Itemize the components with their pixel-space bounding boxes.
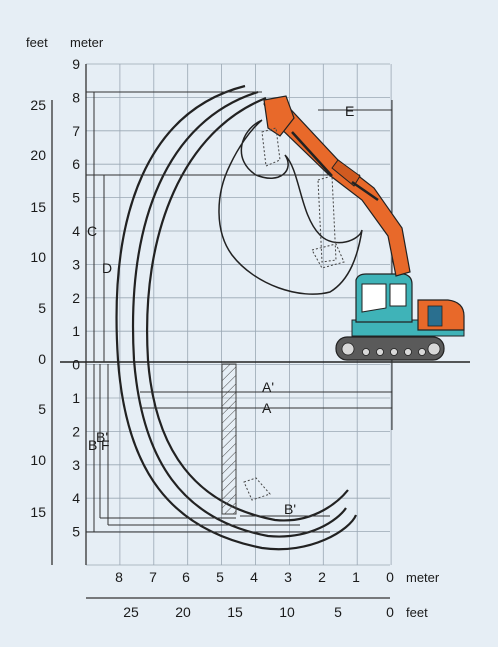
meter-horizontal-tick-label: 7 [149, 569, 157, 585]
feet-horizontal-tick-label: 15 [227, 604, 243, 620]
grid [85, 63, 392, 566]
meter-vertical-tick-label: 3 [72, 457, 80, 473]
meter-vertical-tick-label: 9 [72, 56, 80, 72]
meter-vertical-tick-label: 1 [72, 390, 80, 406]
dimension-lines [86, 91, 393, 533]
label-B-prime: B' [284, 501, 296, 517]
meter-vertical-tick-label: 1 [72, 323, 80, 339]
meter-horizontal-tick-label: 1 [352, 569, 360, 585]
cab-window-side [389, 283, 407, 307]
reach-envelope-curves [115, 84, 358, 551]
feet-vertical-tick-label: 0 [38, 351, 46, 367]
meter-unit-label-bottom: meter [406, 570, 440, 585]
feet-vertical-tick-label: 5 [38, 401, 46, 417]
feet-horizontal-tick-label: 5 [334, 604, 342, 620]
label-A: A [262, 400, 272, 416]
feet-unit-label-left: feet [26, 35, 48, 50]
engine-grille [427, 305, 443, 327]
meter-vertical-tick-label: 0 [72, 357, 80, 373]
meter-vertical-tick-label: 7 [72, 123, 80, 139]
meter-vertical-tick-label: 4 [72, 490, 80, 506]
feet-vertical-tick-label: 10 [30, 452, 46, 468]
meter-vertical-tick-label: 2 [72, 423, 80, 439]
feet-vertical-tick-label: 20 [30, 147, 46, 163]
meter-horizontal-tick-label: 3 [284, 569, 292, 585]
meter-horizontal-tick-label: 2 [318, 569, 326, 585]
label-C: C [87, 223, 97, 239]
envelope-middle [132, 90, 347, 538]
feet-vertical-tick-label: 15 [30, 199, 46, 215]
meter-vertical-tick-label: 3 [72, 256, 80, 272]
feet-vertical-tick-label: 25 [30, 97, 46, 113]
boom-cylinder [351, 180, 379, 202]
boom-joint [331, 159, 361, 187]
feet-vertical-ticks: 25 20 15 10 5 0 5 10 15 [30, 97, 46, 520]
ghost-arm-positions [243, 127, 345, 501]
meter-horizontal-ticks: 8 7 6 5 4 3 2 1 0 [115, 569, 394, 585]
label-A-prime: A' [262, 379, 274, 395]
feet-horizontal-ticks: 25 20 15 10 5 0 [123, 604, 394, 620]
meter-vertical-ticks: 9 8 7 6 5 4 3 2 1 0 1 2 3 4 5 [72, 56, 80, 540]
arm-cylinder [291, 131, 333, 177]
meter-horizontal-tick-label: 5 [216, 569, 224, 585]
meter-vertical-tick-label: 8 [72, 89, 80, 105]
meter-horizontal-tick-label: 6 [182, 569, 190, 585]
digging-envelope-curve [218, 119, 363, 295]
feet-unit-label-bottom: feet [406, 605, 428, 620]
meter-vertical-tick-label: 5 [72, 524, 80, 540]
bucket [263, 95, 295, 137]
envelope-outer [115, 84, 358, 551]
meter-vertical-tick-label: 2 [72, 290, 80, 306]
meter-vertical-tick-label: 4 [72, 223, 80, 239]
label-D: D [102, 260, 112, 276]
feet-horizontal-tick-label: 10 [279, 604, 295, 620]
track-rollers [341, 342, 441, 356]
feet-horizontal-tick-label: 25 [123, 604, 139, 620]
label-B-prime-small: B' [96, 429, 108, 445]
feet-vertical-tick-label: 15 [30, 504, 46, 520]
feet-vertical-tick-label: 5 [38, 300, 46, 316]
feet-vertical-tick-label: 10 [30, 249, 46, 265]
feet-horizontal-tick-label: 0 [386, 604, 394, 620]
meter-vertical-tick-label: 6 [72, 156, 80, 172]
feet-horizontal-tick-label: 20 [175, 604, 191, 620]
envelope-inner [146, 96, 349, 522]
label-E: E [345, 103, 354, 119]
vertical-wall-hatch [221, 363, 237, 515]
cab-window-front [361, 283, 387, 313]
meter-horizontal-tick-label: 4 [250, 569, 258, 585]
meter-unit-label-left: meter [70, 35, 104, 50]
meter-horizontal-tick-label: 8 [115, 569, 123, 585]
excavator-illustration [263, 95, 465, 361]
meter-vertical-tick-label: 5 [72, 190, 80, 206]
label-F: F [101, 437, 110, 453]
meter-horizontal-tick-label: 0 [386, 569, 394, 585]
label-B: B [88, 437, 97, 453]
